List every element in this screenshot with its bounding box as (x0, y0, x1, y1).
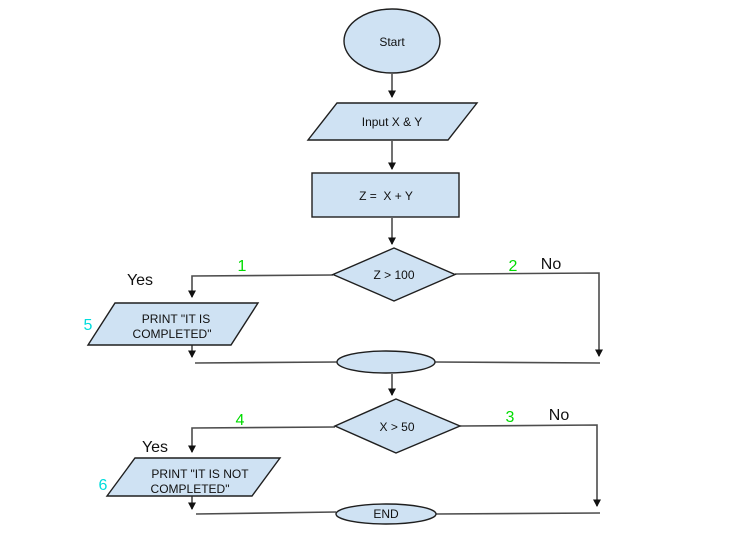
junction-node (336, 350, 436, 374)
decision-z-node-label: Z > 100 (373, 268, 414, 282)
edge-end-to-right (435, 512, 601, 515)
edge-no-branch-1 (454, 272, 603, 357)
step-number-3: 3 (506, 409, 515, 426)
start-node (343, 8, 441, 74)
yes-label-1: Yes (127, 272, 153, 289)
print-completed-node (86, 302, 260, 346)
yes-label-2: Yes (142, 439, 168, 456)
step-number-6: 6 (99, 477, 108, 494)
step-number-4: 4 (236, 412, 245, 429)
input-node (306, 102, 479, 141)
edge-yes-to-print-not-completed (188, 426, 336, 453)
edge-left-to-end (195, 511, 337, 515)
step-number-5: 5 (84, 317, 93, 334)
print-not-completed-node (105, 457, 282, 497)
step-number-2: 2 (509, 258, 518, 275)
edge-yes-to-print-completed (188, 274, 334, 298)
edge-junction-to-right (434, 361, 601, 364)
step-number-1: 1 (238, 258, 247, 275)
no-label-2: No (549, 407, 570, 424)
end-node-label: END (373, 507, 399, 521)
end-node (335, 503, 437, 525)
decision-x-node-label: X > 50 (379, 420, 414, 434)
decision-z-node (331, 247, 457, 302)
decision-x-node (333, 398, 462, 454)
edge-no-branch-2 (459, 424, 601, 507)
edge-left-to-junction (194, 361, 339, 364)
input-node-label: Input X & Y (362, 115, 423, 129)
process-node-label: Z = X + Y (359, 189, 413, 203)
start-node-label: Start (379, 35, 405, 49)
no-label-1: No (541, 256, 562, 273)
process-node (311, 172, 460, 218)
